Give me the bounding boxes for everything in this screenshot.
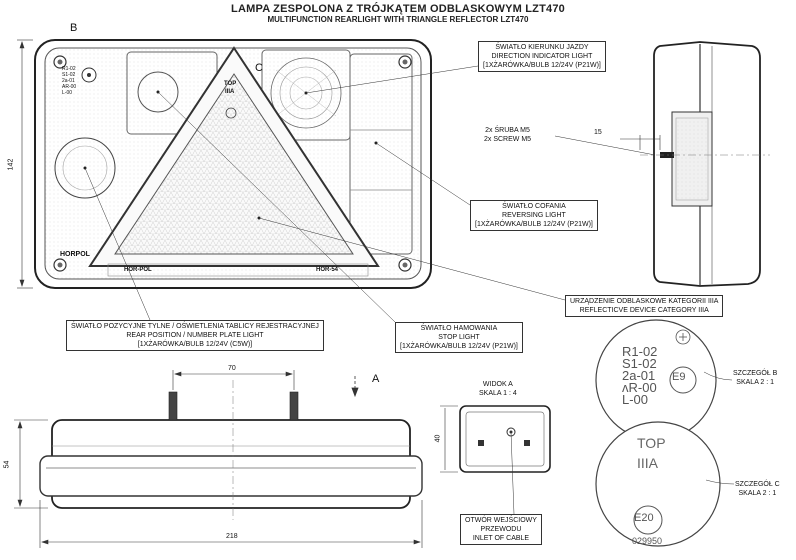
- detail-c-circle: [595, 421, 721, 547]
- marker-b: B: [70, 22, 78, 34]
- callout-cable-inlet: OTWÓR WEJŚCIOWY PRZEWODU INLET OF CABLE: [460, 514, 542, 545]
- detail-b-e-mark: E9: [672, 371, 686, 383]
- width-dimension: [39, 500, 423, 548]
- reversing-lamp-area: [349, 53, 413, 255]
- view-a-arrow: [351, 376, 359, 398]
- view-a-label: WIDOK A SKALA 1 : 4: [479, 381, 517, 397]
- screw-length-dimension: [620, 135, 661, 150]
- detail-c-label: SZCZEGÓŁ C SKALA 2 : 1: [735, 481, 780, 497]
- rear-position-lamp: [54, 137, 116, 199]
- bolt-left: [168, 391, 178, 421]
- plus-icon: [675, 329, 691, 345]
- marker-c: C: [255, 62, 263, 74]
- lamp-marks-list: R1-02 S1-02 2a-01 AR-00 L-00: [62, 66, 77, 96]
- callout-reversing-light: ŚWIATŁO COFANIA REVERSING LIGHT [1XŻARÓW…: [470, 200, 598, 231]
- strip-right-text: HOR-54: [316, 267, 339, 273]
- brand-left-text: HORPOL: [60, 251, 90, 258]
- detail-c-e-mark: E20: [634, 512, 654, 524]
- marker-a: A: [372, 373, 380, 385]
- depth-dimension: [14, 419, 48, 509]
- leader-lines: [84, 65, 735, 515]
- height-dimension: [17, 39, 33, 289]
- drawing-subtitle: MULTIFUNCTION REARLIGHT WITH TRIANGLE RE…: [267, 15, 529, 24]
- top-class-text: IIIA: [225, 89, 235, 95]
- detail-b-label: SZCZEGÓŁ B SKALA 2 : 1: [733, 370, 778, 386]
- callout-reflective-device: URZĄDZENIE ODBLASKOWE KATEGORII IIIA REF…: [565, 295, 724, 317]
- callout-direction-indicator: ŚWIATŁO KIERUNKU JAZDY DIRECTION INDICAT…: [478, 41, 606, 72]
- front-view: [34, 39, 432, 289]
- side-view: [640, 41, 770, 287]
- bottom-view: [39, 380, 423, 520]
- dim-screw-length-value: 15: [594, 129, 602, 136]
- view-a: [459, 405, 551, 473]
- detail-b-marks: R1-02 S1-02 2a-01 ᴧR-00 L-00: [622, 344, 658, 407]
- dim-width-value: 218: [226, 533, 238, 540]
- dim-bolt-spacing-value: 70: [228, 365, 236, 372]
- view-a-height-dimension: [440, 405, 458, 473]
- callout-screws: 2x ŚRUBA M5 2x SCREW M5: [484, 127, 532, 143]
- top-text: TOP: [224, 81, 237, 87]
- dim-view-a-height-value: 40: [434, 434, 442, 443]
- detail-c-class: IIIA: [637, 455, 659, 471]
- e-mark-icon: [225, 107, 237, 119]
- dim-height-value: 142: [7, 158, 15, 171]
- bolt-spacing-dimension: [172, 370, 295, 390]
- detail-c-code: 029950: [632, 536, 663, 546]
- strip-left-text: HOR-POL: [124, 267, 152, 273]
- drawing-title: LAMPA ZESPOLONA Z TRÓJKĄTEM ODBLASKOWYM …: [231, 3, 565, 15]
- callout-stop-light: ŚWIATŁO HAMOWANIA STOP LIGHT [1XŻARÓWKA/…: [395, 322, 523, 353]
- dim-depth-value: 54: [3, 460, 11, 469]
- bolt-right: [289, 391, 299, 421]
- detail-c-top: TOP: [637, 435, 666, 451]
- callout-rear-position-light: ŚWIATŁO POZYCYJNE TYLNE / OŚWIETLENIA TA…: [66, 320, 324, 351]
